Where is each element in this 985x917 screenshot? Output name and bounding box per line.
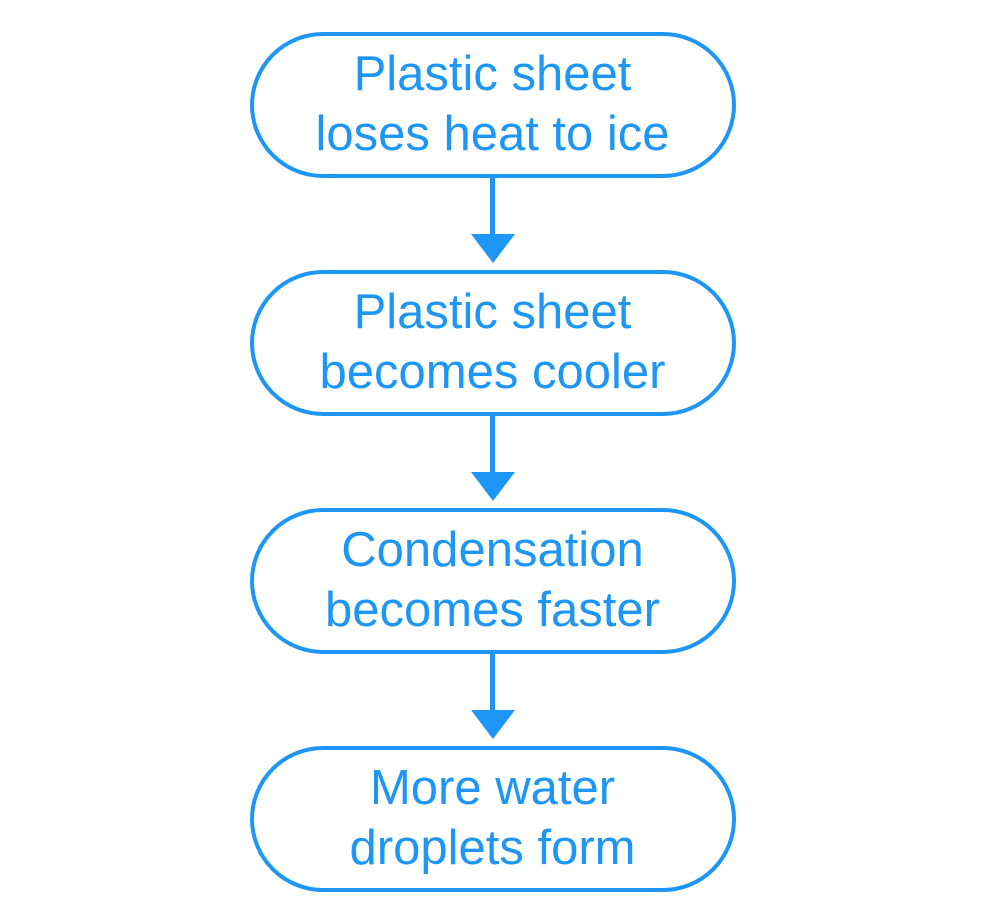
arrow-shaft	[490, 178, 495, 234]
node-text-line: Plastic sheet	[353, 285, 632, 340]
node-text-line: Plastic sheet	[353, 47, 632, 102]
node-text-line: Condensation	[341, 523, 644, 578]
node-plastic-sheet-loses-heat-to-ice: Plastic sheet loses heat to ice	[249, 32, 736, 178]
arrow-shaft	[490, 416, 495, 472]
node-text-line: becomes cooler	[319, 345, 666, 399]
node-condensation-becomes-faster: Condensation becomes faster	[249, 508, 736, 654]
arrow-shaft	[490, 654, 495, 710]
arrow-down-2	[470, 416, 515, 508]
node-text-line: droplets form	[349, 821, 636, 875]
arrow-down-3	[470, 654, 515, 746]
node-text-line: loses heat to ice	[315, 107, 670, 161]
arrow-head-icon	[470, 472, 515, 501]
arrow-down-1	[470, 178, 515, 270]
arrow-head-icon	[470, 234, 515, 263]
node-text-line: More water	[369, 761, 616, 816]
node-plastic-sheet-becomes-cooler: Plastic sheet becomes cooler	[249, 270, 736, 416]
arrow-head-icon	[470, 710, 515, 739]
node-text-line: becomes faster	[325, 583, 660, 637]
node-more-water-droplets-form: More water droplets form	[249, 746, 736, 892]
